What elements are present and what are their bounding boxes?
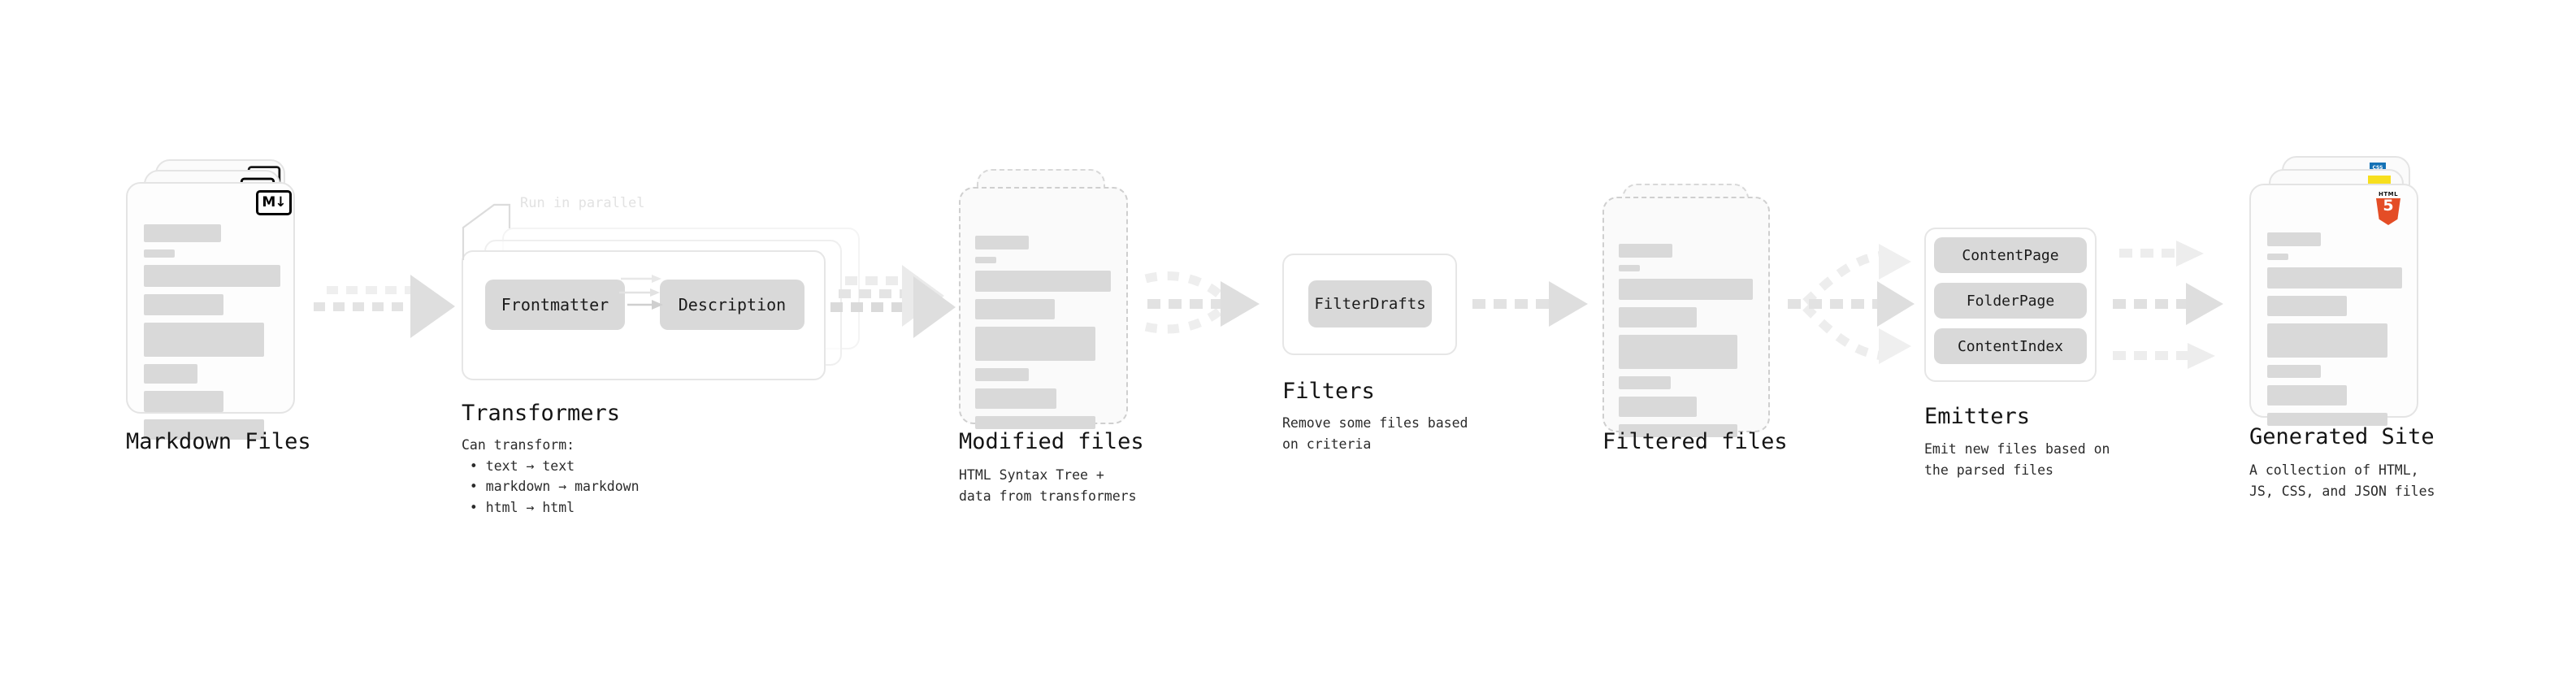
- content-bar: [975, 368, 1029, 381]
- filters-title: Filters: [1282, 379, 1375, 404]
- transformers-title: Transformers: [462, 401, 621, 426]
- content-bar: [2267, 413, 2387, 426]
- run-in-parallel-note: Run in parallel: [520, 195, 645, 211]
- modified-files-subtitle: HTML Syntax Tree + data from transformer…: [959, 467, 1137, 504]
- content-bar: [144, 391, 223, 412]
- emitters-title: Emitters: [1924, 404, 2031, 429]
- content-bar: [1619, 307, 1697, 327]
- content-bar: [2267, 232, 2321, 246]
- content-bar: [1619, 335, 1737, 369]
- content-bar: [144, 323, 264, 357]
- html5-badge-label: HTML: [2378, 191, 2399, 197]
- filtered-files-stack: [1602, 184, 1789, 452]
- emitter-chip-folderpage[interactable]: FolderPage: [1934, 283, 2087, 319]
- transformers-subtitle: Can transform: • text → text • markdown …: [462, 437, 640, 515]
- filtered-files-title: Filtered files: [1602, 429, 1788, 454]
- content-bar: [975, 257, 996, 263]
- content-bar: [1619, 376, 1671, 389]
- content-bar: [144, 294, 223, 315]
- content-bar: [144, 224, 221, 242]
- content-bar: [1619, 265, 1640, 271]
- content-bar: [2267, 323, 2387, 358]
- content-bar: [144, 265, 280, 287]
- emitters-subtitle: Emit new files based on the parsed files: [1924, 441, 2110, 478]
- markdown-files-stack: M↓ M↓ M↓: [126, 159, 313, 440]
- content-bar: [2267, 267, 2402, 288]
- generated-site-title: Generated Site: [2249, 424, 2435, 449]
- content-bar: [975, 271, 1111, 292]
- html5-badge-number: 5: [2376, 198, 2400, 225]
- markdown-file-content: [144, 224, 282, 447]
- content-bar: [144, 364, 197, 384]
- html5-badge-icon: HTML 5: [2374, 192, 2402, 226]
- transformer-chip-frontmatter[interactable]: Frontmatter: [485, 280, 625, 330]
- content-bar: [975, 416, 1095, 429]
- generated-site-subtitle: A collection of HTML, JS, CSS, and JSON …: [2249, 462, 2435, 499]
- content-bar: [1619, 279, 1753, 300]
- emitter-chip-contentpage[interactable]: ContentPage: [1934, 237, 2087, 273]
- content-bar: [975, 299, 1055, 319]
- filters-subtitle: Remove some files based on criteria: [1282, 415, 1468, 452]
- content-bar: [2267, 365, 2321, 378]
- content-bar: [144, 419, 264, 440]
- content-bar: [1619, 397, 1697, 417]
- content-bar: [2267, 296, 2347, 316]
- content-bar: [975, 236, 1029, 249]
- generated-file-content: [2267, 232, 2405, 433]
- content-bar: [1619, 244, 1672, 258]
- content-bar: [975, 388, 1056, 409]
- content-bar: [975, 327, 1095, 361]
- transformer-chip-description[interactable]: Description: [660, 280, 804, 330]
- markdown-badge-icon: M↓: [256, 190, 292, 215]
- filtered-file-content: [1619, 244, 1757, 445]
- content-bar: [144, 249, 175, 258]
- modified-files-title: Modified files: [959, 429, 1144, 454]
- content-bar: [2267, 254, 2288, 260]
- emitter-chip-contentindex[interactable]: ContentIndex: [1934, 328, 2087, 364]
- modified-file-content: [975, 236, 1113, 436]
- content-bar: [2267, 385, 2347, 406]
- modified-files-stack: [959, 169, 1146, 437]
- content-bar: [1619, 424, 1737, 437]
- generated-site-stack: CSS HTML 5: [2249, 156, 2444, 426]
- filter-chip-filterdrafts[interactable]: FilterDrafts: [1308, 280, 1432, 327]
- markdown-files-title: Markdown Files: [126, 429, 311, 454]
